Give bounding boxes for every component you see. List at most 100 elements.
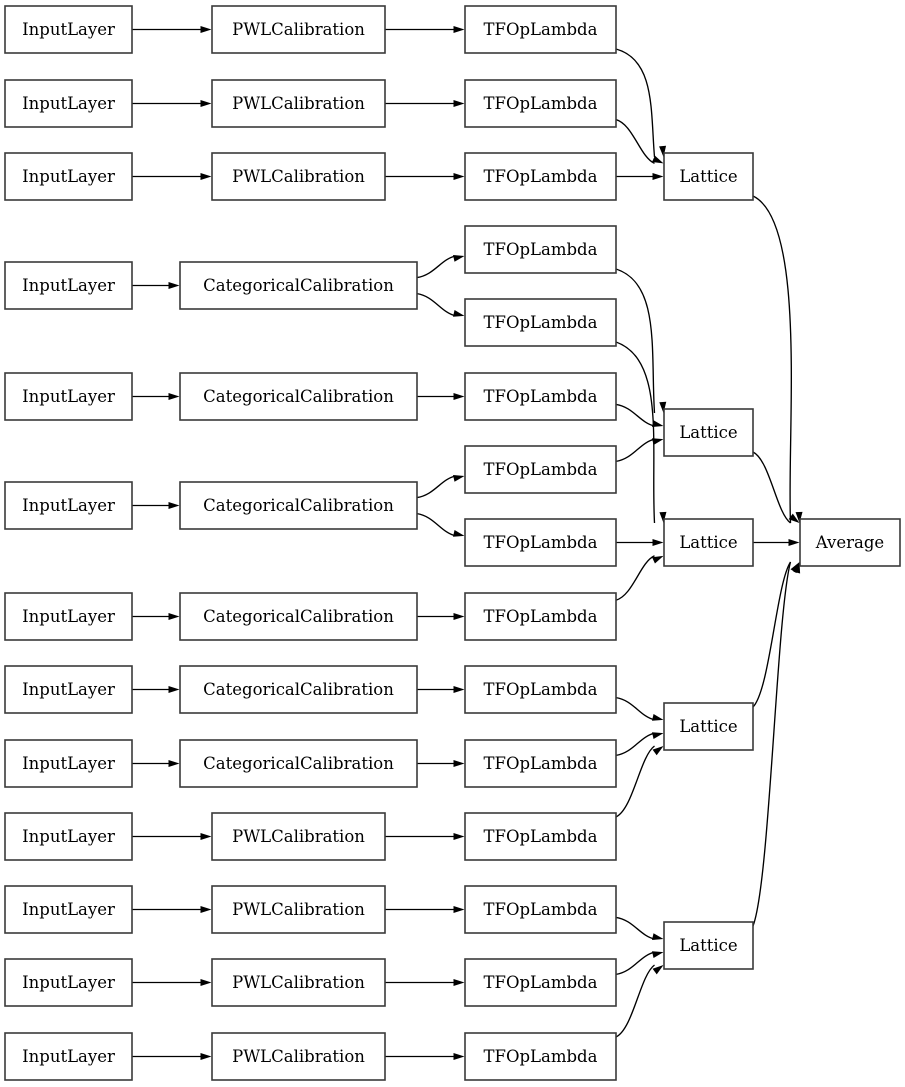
node-box[interactable]	[464, 372, 617, 421]
node-box[interactable]	[464, 225, 617, 274]
node-input-layer-in8[interactable]: InputLayer	[4, 665, 133, 714]
node-tfop-lambda-op11[interactable]: TFOpLambda	[464, 739, 617, 788]
node-box[interactable]	[4, 665, 133, 714]
node-box[interactable]	[663, 921, 754, 970]
node-label: InputLayer	[22, 387, 115, 406]
node-categorical-calibration-cal7[interactable]: CategoricalCalibration	[179, 592, 418, 641]
node-box[interactable]	[464, 445, 617, 494]
node-box[interactable]	[211, 1032, 386, 1081]
node-box[interactable]	[464, 152, 617, 201]
node-input-layer-in1[interactable]: InputLayer	[4, 5, 133, 54]
node-box[interactable]	[799, 518, 901, 567]
node-box[interactable]	[4, 261, 133, 310]
node-box[interactable]	[211, 812, 386, 861]
node-input-layer-in6[interactable]: InputLayer	[4, 481, 133, 530]
node-lattice-lat2[interactable]: Lattice	[663, 408, 754, 457]
node-box[interactable]	[4, 481, 133, 530]
node-pwlcalibration-cal11[interactable]: PWLCalibration	[211, 885, 386, 934]
node-tfop-lambda-op4[interactable]: TFOpLambda	[464, 225, 617, 274]
node-tfop-lambda-op10[interactable]: TFOpLambda	[464, 665, 617, 714]
node-box[interactable]	[464, 79, 617, 128]
node-box[interactable]	[663, 152, 754, 201]
node-tfop-lambda-op5[interactable]: TFOpLambda	[464, 298, 617, 347]
edge-op4-to-lat2	[615, 268, 667, 414]
node-input-layer-in3[interactable]: InputLayer	[4, 152, 133, 201]
node-box[interactable]	[663, 518, 754, 567]
node-lattice-lat4[interactable]: Lattice	[663, 702, 754, 751]
node-categorical-calibration-cal9[interactable]: CategoricalCalibration	[179, 739, 418, 788]
node-box[interactable]	[663, 702, 754, 751]
node-box[interactable]	[179, 592, 418, 641]
node-pwlcalibration-cal12[interactable]: PWLCalibration	[211, 958, 386, 1007]
node-box[interactable]	[211, 958, 386, 1007]
node-tfop-lambda-op13[interactable]: TFOpLambda	[464, 885, 617, 934]
node-box[interactable]	[4, 958, 133, 1007]
node-input-layer-in11[interactable]: InputLayer	[4, 885, 133, 934]
node-input-layer-in10[interactable]: InputLayer	[4, 812, 133, 861]
node-input-layer-in7[interactable]: InputLayer	[4, 592, 133, 641]
node-input-layer-in5[interactable]: InputLayer	[4, 372, 133, 421]
node-box[interactable]	[179, 665, 418, 714]
node-input-layer-in2[interactable]: InputLayer	[4, 79, 133, 128]
node-box[interactable]	[211, 5, 386, 54]
node-box[interactable]	[464, 592, 617, 641]
node-box[interactable]	[4, 739, 133, 788]
node-categorical-calibration-cal6[interactable]: CategoricalCalibration	[179, 481, 418, 530]
node-box[interactable]	[464, 958, 617, 1007]
node-pwlcalibration-cal1[interactable]: PWLCalibration	[211, 5, 386, 54]
node-box[interactable]	[179, 372, 418, 421]
node-box[interactable]	[211, 885, 386, 934]
node-lattice-lat1[interactable]: Lattice	[663, 152, 754, 201]
node-box[interactable]	[4, 592, 133, 641]
edge-in6-to-cal6	[132, 502, 180, 509]
node-categorical-calibration-cal4[interactable]: CategoricalCalibration	[179, 261, 418, 310]
node-box[interactable]	[663, 408, 754, 457]
node-tfop-lambda-op2[interactable]: TFOpLambda	[464, 79, 617, 128]
node-input-layer-in4[interactable]: InputLayer	[4, 261, 133, 310]
node-average-avg[interactable]: Average	[799, 518, 901, 567]
node-box[interactable]	[464, 1032, 617, 1081]
node-categorical-calibration-cal8[interactable]: CategoricalCalibration	[179, 665, 418, 714]
node-label: TFOpLambda	[484, 754, 598, 773]
node-box[interactable]	[179, 261, 418, 310]
node-box[interactable]	[464, 885, 617, 934]
node-pwlcalibration-cal13[interactable]: PWLCalibration	[211, 1032, 386, 1081]
node-box[interactable]	[464, 5, 617, 54]
node-tfop-lambda-op12[interactable]: TFOpLambda	[464, 812, 617, 861]
node-categorical-calibration-cal5[interactable]: CategoricalCalibration	[179, 372, 418, 421]
node-box[interactable]	[4, 152, 133, 201]
node-input-layer-in13[interactable]: InputLayer	[4, 1032, 133, 1081]
node-box[interactable]	[464, 665, 617, 714]
arrow-head-icon	[652, 732, 664, 740]
node-pwlcalibration-cal3[interactable]: PWLCalibration	[211, 152, 386, 201]
node-tfop-lambda-op1[interactable]: TFOpLambda	[464, 5, 617, 54]
node-pwlcalibration-cal2[interactable]: PWLCalibration	[211, 79, 386, 128]
node-box[interactable]	[179, 481, 418, 530]
node-box[interactable]	[464, 739, 617, 788]
node-lattice-lat5[interactable]: Lattice	[663, 921, 754, 970]
node-box[interactable]	[4, 812, 133, 861]
node-box[interactable]	[464, 298, 617, 347]
node-tfop-lambda-op15[interactable]: TFOpLambda	[464, 1032, 617, 1081]
node-box[interactable]	[179, 739, 418, 788]
node-box[interactable]	[211, 79, 386, 128]
node-box[interactable]	[4, 885, 133, 934]
node-tfop-lambda-op7[interactable]: TFOpLambda	[464, 445, 617, 494]
node-label: TFOpLambda	[484, 167, 598, 186]
node-box[interactable]	[4, 1032, 133, 1081]
node-tfop-lambda-op14[interactable]: TFOpLambda	[464, 958, 617, 1007]
node-input-layer-in9[interactable]: InputLayer	[4, 739, 133, 788]
node-tfop-lambda-op6[interactable]: TFOpLambda	[464, 372, 617, 421]
node-box[interactable]	[4, 79, 133, 128]
node-pwlcalibration-cal10[interactable]: PWLCalibration	[211, 812, 386, 861]
node-input-layer-in12[interactable]: InputLayer	[4, 958, 133, 1007]
node-box[interactable]	[464, 812, 617, 861]
node-box[interactable]	[4, 5, 133, 54]
node-tfop-lambda-op9[interactable]: TFOpLambda	[464, 592, 617, 641]
node-lattice-lat3[interactable]: Lattice	[663, 518, 754, 567]
node-box[interactable]	[4, 372, 133, 421]
node-box[interactable]	[211, 152, 386, 201]
node-box[interactable]	[464, 518, 617, 567]
node-tfop-lambda-op8[interactable]: TFOpLambda	[464, 518, 617, 567]
node-tfop-lambda-op3[interactable]: TFOpLambda	[464, 152, 617, 201]
